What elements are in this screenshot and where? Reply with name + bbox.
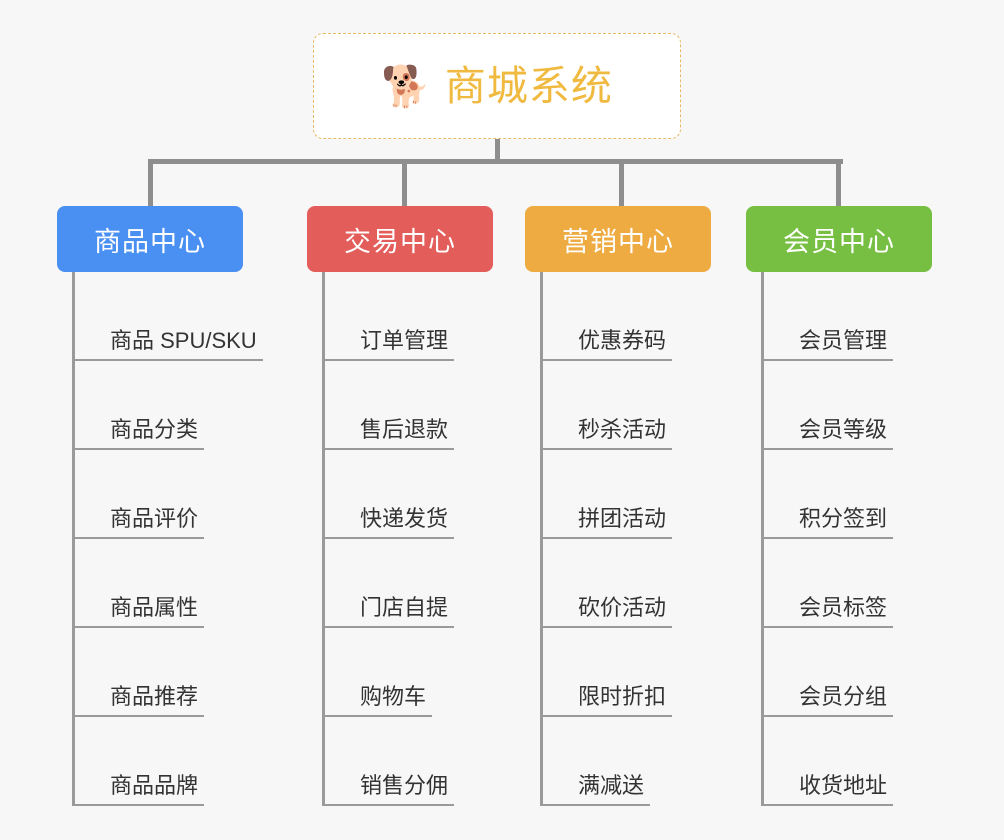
leaf-item-label: 商品属性 bbox=[110, 594, 199, 620]
connector-drop-trade-center bbox=[402, 159, 407, 207]
leaf-rail bbox=[761, 272, 764, 806]
leaf-rail bbox=[72, 272, 75, 806]
leaf-item[interactable]: 收货地址 bbox=[761, 717, 894, 806]
leaf-item-label: 会员标签 bbox=[799, 594, 888, 620]
leaf-item[interactable]: 满减送 bbox=[540, 717, 651, 806]
leaf-item-label: 会员管理 bbox=[799, 327, 888, 353]
leaf-item[interactable]: 砍价活动 bbox=[540, 539, 673, 628]
leaf-item-underline bbox=[540, 804, 651, 806]
leaf-item-label: 积分签到 bbox=[799, 505, 888, 531]
leaf-item-underline bbox=[72, 804, 205, 806]
leaf-item-label: 秒杀活动 bbox=[578, 416, 667, 442]
leaf-item-label: 优惠券码 bbox=[578, 327, 667, 353]
leaf-item[interactable]: 销售分佣 bbox=[322, 717, 455, 806]
root-node[interactable]: 🐕 商城系统 bbox=[313, 33, 681, 139]
leaf-item[interactable]: 会员分组 bbox=[761, 628, 894, 717]
leaf-item-underline bbox=[322, 715, 433, 717]
leaf-item-underline bbox=[761, 626, 894, 628]
connector-drop-member-center bbox=[836, 159, 841, 207]
branch-label: 交易中心 bbox=[344, 226, 456, 257]
leaf-item-underline bbox=[322, 537, 455, 539]
leaf-item-underline bbox=[761, 537, 894, 539]
leaf-column-product-center: 商品 SPU/SKU 商品分类商品评价商品属性商品推荐商品品牌 bbox=[72, 272, 312, 806]
leaf-item[interactable]: 限时折扣 bbox=[540, 628, 673, 717]
leaf-item-underline bbox=[72, 537, 205, 539]
leaf-item-label: 快递发货 bbox=[360, 505, 449, 531]
leaf-item-underline bbox=[72, 359, 263, 361]
leaf-item-label: 拼团活动 bbox=[578, 505, 667, 531]
leaf-item[interactable]: 商品 SPU/SKU bbox=[72, 272, 263, 361]
branch-node-member-center[interactable]: 会员中心 bbox=[746, 206, 932, 272]
leaf-item[interactable]: 订单管理 bbox=[322, 272, 455, 361]
connector-root-stem bbox=[495, 139, 500, 163]
leaf-item-label: 商品品牌 bbox=[110, 772, 199, 798]
leaf-item-underline bbox=[540, 359, 673, 361]
leaf-item-label: 商品分类 bbox=[110, 416, 199, 442]
leaf-item[interactable]: 商品推荐 bbox=[72, 628, 205, 717]
leaf-item[interactable]: 会员管理 bbox=[761, 272, 894, 361]
leaf-item-label: 订单管理 bbox=[360, 327, 449, 353]
leaf-item-underline bbox=[322, 626, 455, 628]
leaf-item-underline bbox=[72, 448, 205, 450]
leaf-item-label: 购物车 bbox=[360, 683, 427, 709]
leaf-column-trade-center: 订单管理售后退款快递发货门店自提购物车销售分佣 bbox=[322, 272, 562, 806]
leaf-item[interactable]: 商品属性 bbox=[72, 539, 205, 628]
leaf-item-label: 限时折扣 bbox=[578, 683, 667, 709]
leaf-item[interactable]: 会员等级 bbox=[761, 361, 894, 450]
leaf-item[interactable]: 门店自提 bbox=[322, 539, 455, 628]
leaf-item[interactable]: 快递发货 bbox=[322, 450, 455, 539]
leaf-item[interactable]: 商品分类 bbox=[72, 361, 205, 450]
leaf-item[interactable]: 售后退款 bbox=[322, 361, 455, 450]
shiba-dog-icon: 🐕 bbox=[381, 65, 431, 109]
leaf-item-underline bbox=[540, 626, 673, 628]
connector-horizontal-bar bbox=[150, 159, 843, 164]
leaf-rail bbox=[322, 272, 325, 806]
branch-label: 会员中心 bbox=[783, 226, 895, 257]
leaf-item-underline bbox=[322, 448, 455, 450]
leaf-rail bbox=[540, 272, 543, 806]
root-title: 商城系统 bbox=[444, 62, 613, 109]
leaf-item-label: 收货地址 bbox=[799, 772, 888, 798]
leaf-item[interactable]: 积分签到 bbox=[761, 450, 894, 539]
leaf-column-member-center: 会员管理会员等级积分签到会员标签会员分组收货地址 bbox=[761, 272, 1001, 806]
leaf-item-underline bbox=[540, 715, 673, 717]
leaf-item-underline bbox=[761, 359, 894, 361]
leaf-item[interactable]: 优惠券码 bbox=[540, 272, 673, 361]
leaf-item-underline bbox=[540, 537, 673, 539]
leaf-item-label: 会员分组 bbox=[799, 683, 888, 709]
connector-drop-product-center bbox=[148, 159, 153, 207]
branch-node-trade-center[interactable]: 交易中心 bbox=[307, 206, 493, 272]
leaf-item[interactable]: 会员标签 bbox=[761, 539, 894, 628]
leaf-item-underline bbox=[72, 715, 205, 717]
leaf-item-underline bbox=[761, 448, 894, 450]
leaf-item-underline bbox=[761, 715, 894, 717]
leaf-item-underline bbox=[540, 448, 673, 450]
leaf-item[interactable]: 秒杀活动 bbox=[540, 361, 673, 450]
branch-label: 商品中心 bbox=[94, 226, 206, 257]
leaf-item-underline bbox=[322, 804, 455, 806]
leaf-item-label: 售后退款 bbox=[360, 416, 449, 442]
leaf-item-label: 砍价活动 bbox=[578, 594, 667, 620]
leaf-item[interactable]: 拼团活动 bbox=[540, 450, 673, 539]
leaf-item-label: 满减送 bbox=[578, 772, 645, 798]
leaf-item[interactable]: 购物车 bbox=[322, 628, 433, 717]
branch-node-product-center[interactable]: 商品中心 bbox=[57, 206, 243, 272]
leaf-column-marketing-center: 优惠券码秒杀活动拼团活动砍价活动限时折扣满减送 bbox=[540, 272, 780, 806]
leaf-item-label: 商品 SPU/SKU bbox=[110, 327, 257, 353]
connector-drop-marketing-center bbox=[619, 159, 624, 207]
leaf-item[interactable]: 商品品牌 bbox=[72, 717, 205, 806]
leaf-item-underline bbox=[72, 626, 205, 628]
leaf-item-label: 商品推荐 bbox=[110, 683, 199, 709]
leaf-item-label: 门店自提 bbox=[360, 594, 449, 620]
leaf-item-label: 商品评价 bbox=[110, 505, 199, 531]
leaf-item-underline bbox=[322, 359, 455, 361]
leaf-item[interactable]: 商品评价 bbox=[72, 450, 205, 539]
leaf-item-underline bbox=[761, 804, 894, 806]
leaf-item-label: 销售分佣 bbox=[360, 772, 449, 798]
branch-label: 营销中心 bbox=[562, 226, 674, 257]
branch-node-marketing-center[interactable]: 营销中心 bbox=[525, 206, 711, 272]
leaf-item-label: 会员等级 bbox=[799, 416, 888, 442]
